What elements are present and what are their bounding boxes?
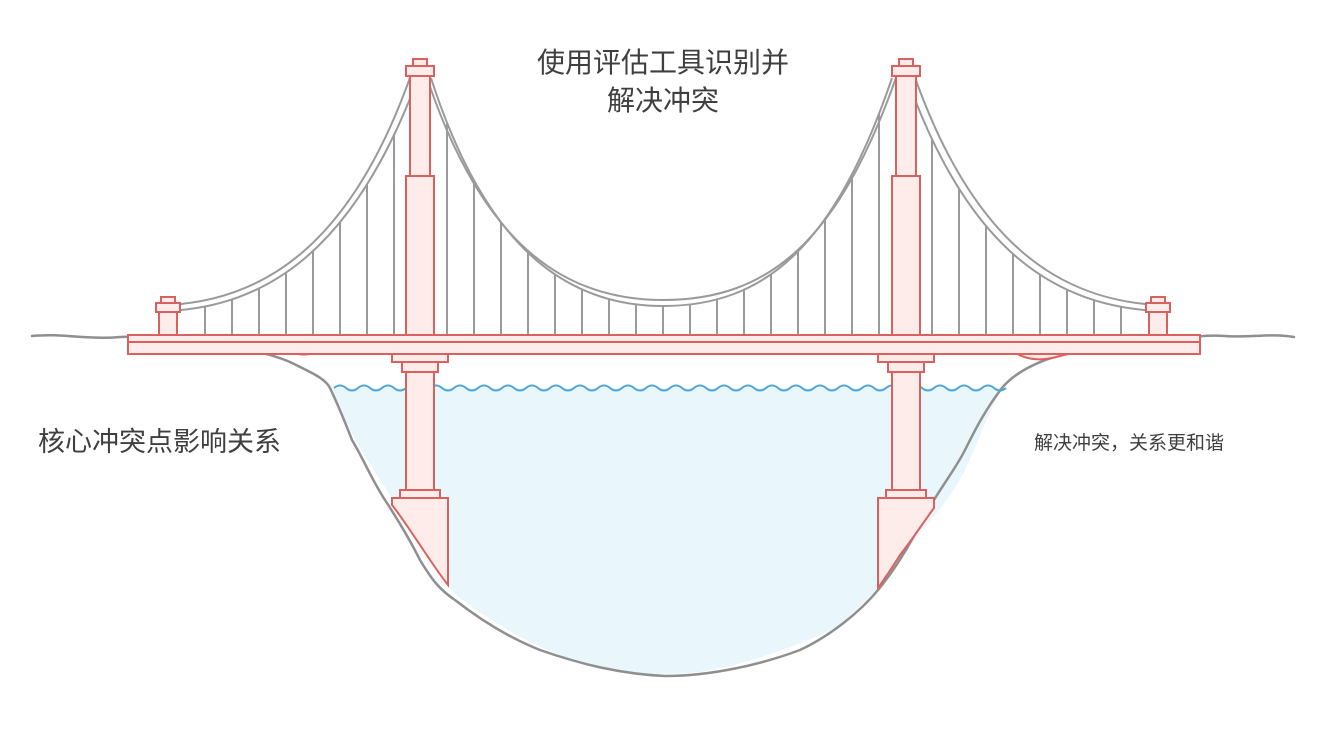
suspender-cables (204, 113, 1122, 335)
right-side-label: 解决冲突，关系更和谐 (1034, 432, 1225, 454)
bridge-deck (127, 334, 1201, 355)
right-end-pylon (1145, 296, 1171, 336)
main-cables (167, 71, 1159, 312)
bridge-top-label: 使用评估工具识别并 解决冲突 (450, 44, 876, 120)
left-side-label: 核心冲突点影响关系 (38, 427, 281, 458)
water-body (330, 388, 1002, 674)
bridge-top-label-line2: 解决冲突 (606, 84, 719, 117)
left-main-tower (391, 58, 449, 588)
left-end-pylon (155, 296, 181, 336)
right-main-tower (877, 58, 935, 592)
bridge-top-label-line1: 使用评估工具识别并 (536, 46, 789, 79)
